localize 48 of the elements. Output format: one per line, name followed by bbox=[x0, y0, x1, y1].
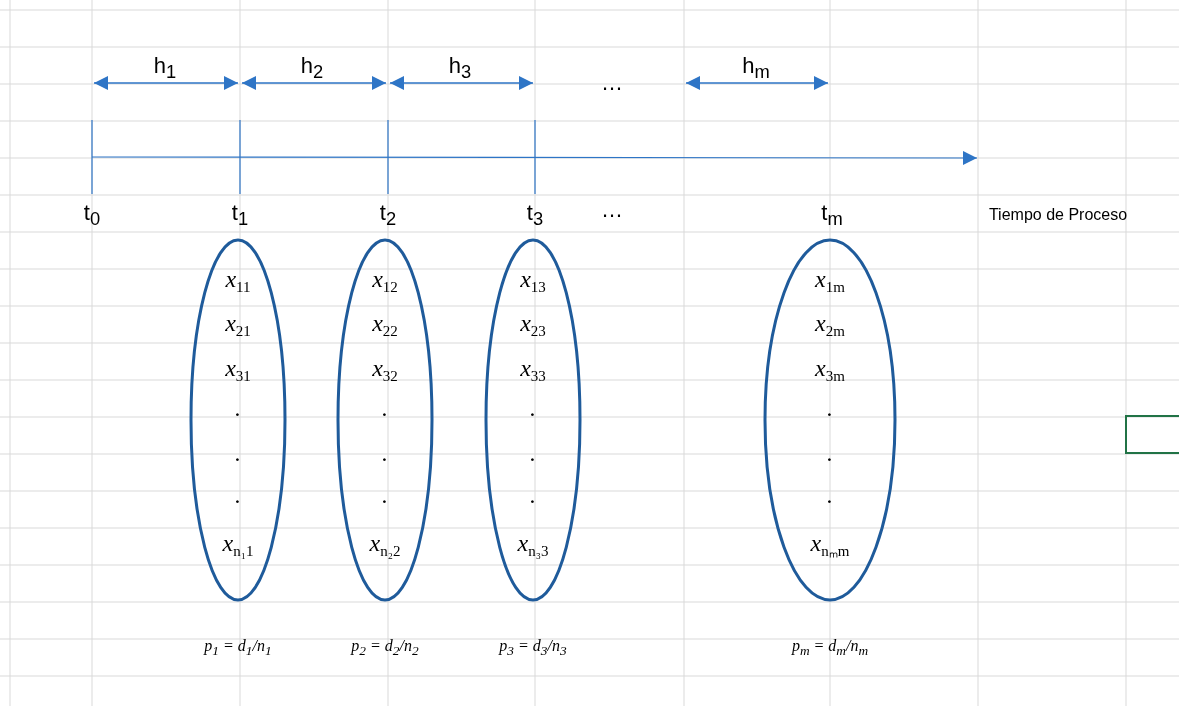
axis-label: t$_{0}$ bbox=[83, 199, 101, 231]
variable-label: . bbox=[827, 439, 833, 467]
variable-label: x$_{n₁1}$ bbox=[222, 529, 254, 561]
variable-label: . bbox=[235, 481, 241, 509]
proportion-formula: p$_{m}$ = d$_{m}$/n$_{m}$ bbox=[791, 636, 869, 660]
axis-label: h$_{3}$ bbox=[448, 52, 472, 84]
axis-label: t$_{3}$ bbox=[526, 199, 544, 231]
sample-ellipse bbox=[336, 238, 434, 602]
variable-label: x$_{2m}$ bbox=[815, 309, 845, 341]
variable-label: . bbox=[235, 439, 241, 467]
axis-label: h$_{1}$ bbox=[153, 52, 177, 84]
variable-label: x$_{21}$ bbox=[225, 309, 251, 341]
variable-label: . bbox=[530, 394, 536, 422]
sample-ellipse bbox=[484, 238, 582, 602]
sample-ellipse bbox=[189, 238, 287, 602]
axis-label: t$_{1}$ bbox=[231, 199, 249, 231]
variable-label: x$_{11}$ bbox=[225, 265, 251, 297]
variable-label: . bbox=[382, 481, 388, 509]
axis-label: t$_{2}$ bbox=[379, 199, 397, 231]
variable-label: . bbox=[235, 394, 241, 422]
variable-label: x$_{32}$ bbox=[372, 354, 398, 386]
proportion-formula: p$_{2}$ = d$_{2}$/n$_{2}$ bbox=[351, 636, 419, 660]
variable-label: x$_{3m}$ bbox=[815, 354, 845, 386]
axis-label: h$_{m}$ bbox=[742, 52, 770, 84]
variable-label: . bbox=[530, 439, 536, 467]
axis-label: h$_{2}$ bbox=[300, 52, 324, 84]
variable-label: x$_{33}$ bbox=[520, 354, 546, 386]
variable-label: . bbox=[382, 439, 388, 467]
variable-label: x$_{nₘm}$ bbox=[810, 529, 850, 561]
axis-label: … bbox=[601, 197, 623, 223]
variable-label: x$_{n₃3}$ bbox=[517, 529, 549, 561]
axis-label: t$_{m}$ bbox=[821, 199, 843, 231]
variable-label: x$_{31}$ bbox=[225, 354, 251, 386]
proportion-formula: p$_{3}$ = d$_{3}$/n$_{3}$ bbox=[499, 636, 567, 660]
variable-label: x$_{12}$ bbox=[372, 265, 398, 297]
variable-label: x$_{1m}$ bbox=[815, 265, 845, 297]
variable-label: . bbox=[827, 394, 833, 422]
variable-label: . bbox=[530, 481, 536, 509]
variable-label: x$_{n₂2}$ bbox=[369, 529, 401, 561]
variable-label: x$_{23}$ bbox=[520, 309, 546, 341]
axis-title: Tiempo de Proceso bbox=[988, 206, 1128, 224]
proportion-formula: p$_{1}$ = d$_{1}$/n$_{1}$ bbox=[204, 636, 272, 660]
variable-label: x$_{13}$ bbox=[520, 265, 546, 297]
sample-ellipse bbox=[763, 238, 897, 602]
variable-label: . bbox=[382, 394, 388, 422]
axis-label: … bbox=[601, 70, 623, 96]
variable-label: x$_{22}$ bbox=[372, 309, 398, 341]
variable-label: . bbox=[827, 481, 833, 509]
